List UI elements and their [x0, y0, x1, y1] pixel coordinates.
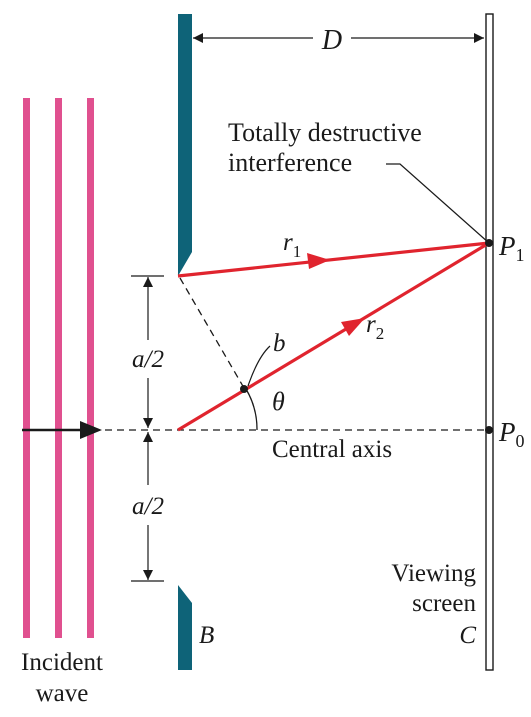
point-p1-dot [485, 239, 493, 247]
angle-label: θ [272, 387, 285, 416]
viewing-screen [485, 13, 494, 671]
viewing-screen-label-line1: Viewing [391, 560, 476, 587]
point-p1-label: P1 [498, 231, 525, 265]
point-b-leader [247, 345, 271, 387]
angle-arc [245, 388, 258, 431]
viewing-screen-label-line2: screen [412, 590, 476, 617]
title-line2: interference [228, 148, 352, 177]
ray2-label: r2 [366, 311, 384, 343]
point-b-dot [240, 385, 248, 393]
screen-c-label: C [459, 622, 476, 649]
incident-arrow [22, 421, 102, 439]
half-width-dimension [131, 275, 164, 582]
barrier-top [178, 14, 192, 276]
half-width-top-label: a/2 [132, 346, 164, 373]
barrier-bottom [178, 585, 192, 670]
wavefront-2 [55, 98, 62, 638]
ray-r2 [177, 241, 490, 432]
central-axis-label: Central axis [272, 436, 392, 463]
point-p0-dot [485, 426, 493, 434]
ray-r1 [177, 241, 490, 278]
point-p0-label: P0 [498, 417, 525, 451]
incident-label-line1: Incident [21, 649, 103, 676]
ray1-label: r1 [283, 229, 301, 261]
point-b-label: b [273, 330, 286, 357]
wavefront-1 [23, 98, 30, 638]
distance-label: D [321, 25, 342, 56]
perpendicular-dashed-line [179, 277, 245, 389]
half-width-bottom-label: a/2 [132, 493, 164, 520]
incident-label-line2: wave [36, 680, 89, 707]
wavefront-3 [87, 98, 94, 638]
title-line1: Totally destructive [228, 118, 422, 147]
title-leader-line [386, 163, 490, 244]
incident-wavefronts [23, 98, 94, 638]
barrier-b-label: B [199, 622, 214, 649]
